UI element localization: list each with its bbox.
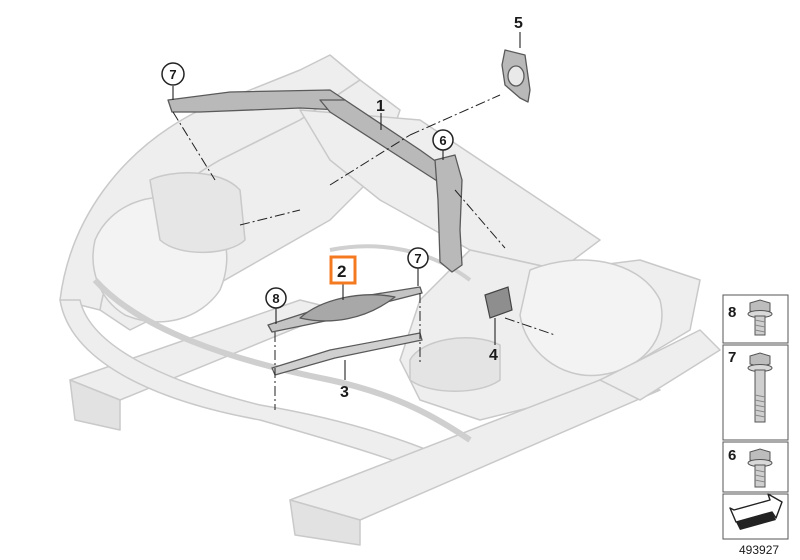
flange-bolt-long-icon [747,352,773,423]
dashdot-lines [172,94,556,410]
callout-4: 4 [489,347,498,364]
flange-bolt-medium-icon [747,448,773,488]
callout-3: 3 [340,384,349,401]
part-2-brace [267,286,423,333]
callout-8: 8 [272,291,279,306]
circled-callout-8: 8 [265,287,287,309]
leader-lines [172,32,521,380]
part-4-cover [484,286,513,319]
front-end-frame [59,54,721,546]
part-5-plate [501,49,531,103]
callout-1: 1 [376,98,385,115]
callout-7-left: 7 [169,67,176,82]
circled-callout-6: 6 [432,129,454,151]
callout-2-highlight: 2 [329,255,357,285]
direction-arrow-icon [729,493,783,530]
legend-label-6: 6 [728,447,736,464]
document-id: 493927 [739,543,779,557]
flange-bolt-short-icon [747,299,773,336]
fastener-legend: 8 7 6 [722,294,789,540]
callout-2: 2 [337,262,346,281]
callout-7-right: 7 [414,251,421,266]
callout-5: 5 [514,15,523,32]
part-3-cross-brace [271,332,423,376]
circled-callout-7-right: 7 [407,247,429,269]
part-6-bracket [434,154,463,273]
circled-callout-7-left: 7 [161,62,185,86]
legend-label-7: 7 [728,349,736,366]
callout-6: 6 [439,133,446,148]
legend-label-8: 8 [728,304,736,321]
